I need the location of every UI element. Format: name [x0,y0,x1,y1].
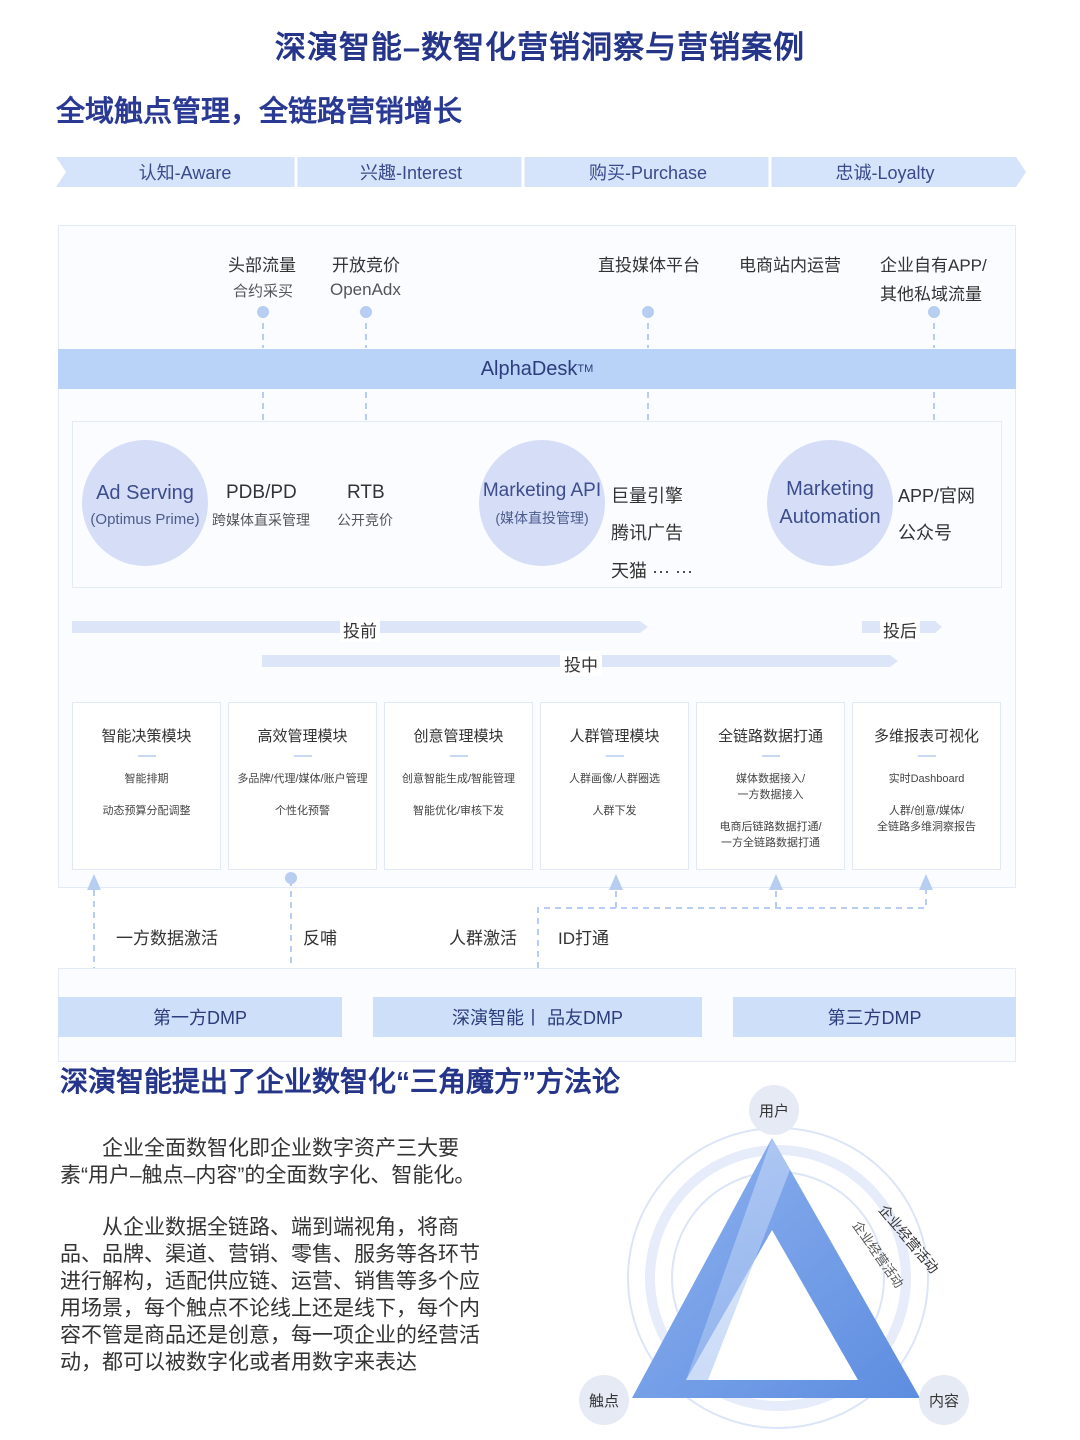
source-private-traffic: 其他私域流量 [880,285,982,304]
module-item: 人群画像/人群圈选 [568,773,661,785]
source-ecommerce: 电商站内运营 [739,256,841,275]
module-item: 电商后链路数据打通/ 一方全链路数据打通 [719,821,822,849]
pdb-label: PDB/PD [226,482,297,503]
section-title-touchpoints: 全域触点管理，全链路营销增长 [56,96,463,128]
tencent-label: 腾讯广告 [611,523,683,543]
paragraph-detail: 从企业数据全链路、端到端视角，将商品、品牌、渠道、营销、零售、服务等各环节进行解… [60,1216,480,1374]
dmp-third-party: 第三方DMP [733,997,1016,1037]
flow-feedback: 反哺 [303,929,337,948]
flow-crowd-activation: 人群激活 [449,929,517,948]
module-item: 人群下发 [592,805,637,817]
module-decision: 智能决策模块 智能排期 动态预算分配调整 [72,702,221,870]
module-title: 创意管理模块 [413,728,504,745]
stage-aware: 认知-Aware [138,163,232,183]
module-item: 智能排期 [124,773,169,785]
module-item: 个性化预警 [275,805,330,817]
ad-serving-label: Ad Serving [96,481,194,504]
flow-id-mapping: ID打通 [558,929,609,948]
module-item: 动态预算分配调整 [102,805,191,817]
page-title: 深演智能–数智化营销洞察与营销案例 [274,30,806,65]
source-direct-media: 直投媒体平台 [598,256,700,275]
node-content: 内容 [919,1375,969,1425]
module-reports: 多维报表可视化 实时Dashboard 人群/创意/媒体/ 全链路多维洞察报告 [852,702,1001,870]
module-item: 媒体数据接入/ 一方数据接入 [735,773,806,801]
source-contract-buy: 合约采买 [233,283,294,300]
module-creative: 创意管理模块 创意智能生成/智能管理 智能优化/审核下发 [384,702,533,870]
module-item: 多品牌/代理/媒体/账户管理 [237,773,368,785]
dmp-pinyou: 深演智能丨 品友DMP [373,997,702,1037]
marketing-api-label: Marketing API [482,479,602,501]
module-management: 高效管理模块 多品牌/代理/媒体/账户管理 个性化预警 [228,702,377,870]
phase-post: 投后 [880,617,920,642]
stage-loyalty: 忠诚-Loyalty [835,163,935,183]
module-title: 高效管理模块 [257,728,348,745]
module-title: 全链路数据打通 [717,728,823,745]
module-item: 实时Dashboard [888,773,965,785]
source-head-traffic: 头部流量 [228,256,296,275]
marketing-api-sub-label: (媒体直投管理) [495,510,589,527]
app-site-label: APP/官网 [898,486,976,506]
wechat-label: 公众号 [898,523,952,543]
source-openadx: OpenAdx [330,280,401,299]
source-own-app: 企业自有APP/ [880,256,987,275]
triangle-cube-diagram: 企业经营活动 企业经营活动 [627,1127,942,1429]
phase-pre: 投前 [340,617,380,642]
source-open-bid: 开放竞价 [332,256,400,275]
module-title: 多维报表可视化 [873,728,979,745]
section-title-methodology: 深演智能提出了企业数智化“三角魔方”方法论 [60,1066,621,1097]
paragraph-intro: 企业全面数智化即企业数字资产三大要素“用户–触点–内容”的全面数字化、智能化。 [60,1137,476,1187]
juliang-label: 巨量引擎 [611,486,683,506]
optimus-label: (Optimus Prime) [90,510,200,528]
dmp-first-party: 第一方DMP [58,997,342,1037]
alphadesk-tm: TM [577,363,594,375]
marketing-api-circle: Marketing API (媒体直投管理) [479,440,605,566]
module-title: 智能决策模块 [101,728,192,745]
flow-first-party-activation: 一方数据激活 [116,929,218,948]
node-touchpoint: 触点 [579,1375,629,1425]
module-item: 智能优化/审核下发 [412,805,505,817]
module-item: 创意智能生成/智能管理 [401,773,516,785]
alphadesk-label: AlphaDesk [480,357,578,380]
rtb-sub-label: 公开竞价 [337,512,393,528]
ad-serving-circle: Ad Serving (Optimus Prime) [82,440,208,566]
module-item: 人群/创意/媒体/ 全链路多维洞察报告 [877,805,976,833]
stage-purchase: 购买-Purchase [588,163,708,183]
stage-interest: 兴趣-Interest [359,163,463,183]
module-audience: 人群管理模块 人群画像/人群圈选 人群下发 [540,702,689,870]
stage-arrow-background [56,157,1026,187]
tmall-label: 天猫 ··· ··· [611,561,693,581]
module-title: 人群管理模块 [569,728,660,745]
module-data-link: 全链路数据打通 媒体数据接入/ 一方数据接入 电商后链路数据打通/ 一方全链路数… [696,702,845,870]
pdb-sub-label: 跨媒体直采管理 [212,512,310,528]
marketing-automation-label-1: Marketing [786,478,874,500]
marketing-automation-circle: Marketing Automation [767,440,893,566]
phase-mid: 投中 [560,651,602,676]
marketing-automation-label-2: Automation [779,506,881,528]
rtb-label: RTB [347,482,385,503]
node-user: 用户 [749,1085,799,1135]
